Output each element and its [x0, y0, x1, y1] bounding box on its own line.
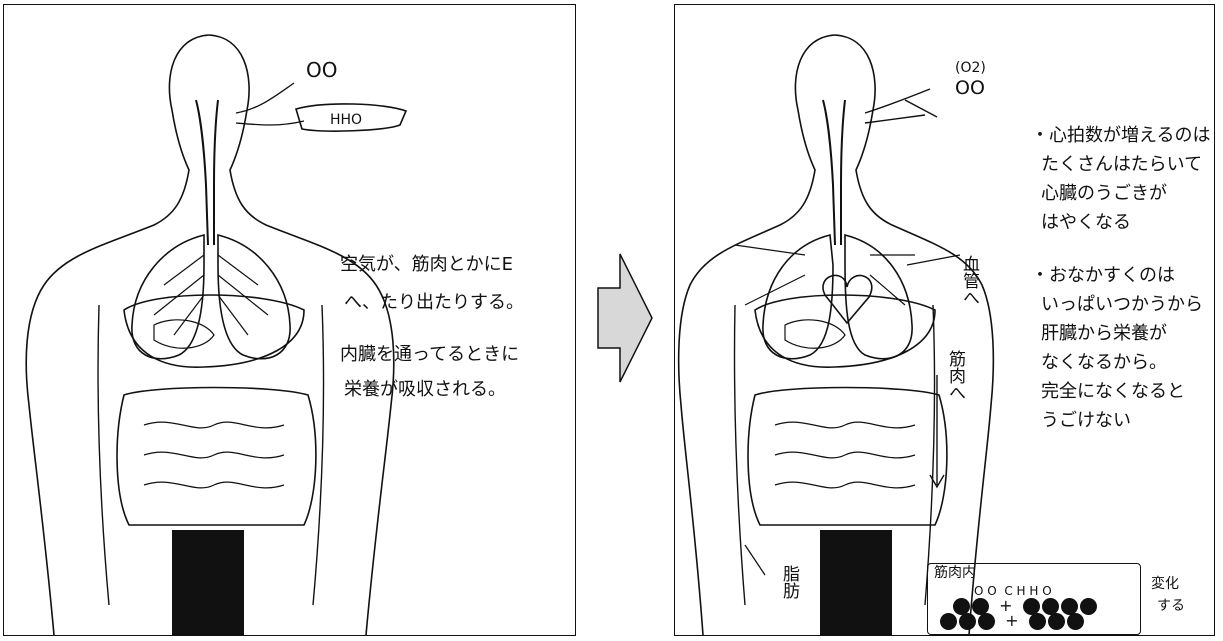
note-stomach-1: ・おなかすくのは	[1031, 263, 1175, 289]
label-muscle: 筋肉へ	[943, 350, 968, 401]
note-line-1: 空気が、筋肉とかにE	[340, 252, 513, 278]
note-stomach-3: 肝臓から栄養が	[1041, 321, 1167, 347]
note-heart-3: 心臓のうごきが	[1041, 181, 1167, 207]
reaction-note-2: する	[1157, 593, 1185, 619]
oxygen-symbol: OO	[306, 57, 337, 83]
note-line-4: 栄養が吸収される。	[344, 377, 506, 403]
co2-label: CO2	[825, 609, 859, 635]
note-stomach-5: 完全になくなると	[1041, 379, 1185, 405]
body-outline-illustration	[4, 5, 576, 636]
label-blood-vessel: 血管へ	[957, 255, 982, 306]
note-line-3: 内臓を通ってるときに	[340, 342, 519, 368]
note-heart-1: ・心拍数が増えるのは	[1031, 123, 1210, 149]
label-fat: 脂肪	[777, 565, 802, 599]
o2-symbol: OO	[955, 75, 985, 101]
note-stomach-6: うごけない	[1041, 408, 1131, 434]
reaction-box-title: 筋肉内	[934, 560, 976, 586]
note-stomach-4: なくなるから。	[1041, 350, 1167, 376]
note-heart-2: たくさんはたらいて	[1041, 152, 1202, 178]
note-line-2: へ、たり出たりする。	[344, 290, 524, 316]
panel-before: OO HHO 空気が、筋肉とかにE へ、たり出たりする。 内臓を通ってるときに …	[3, 4, 576, 636]
panel-after: (O2) OO 血管へ 筋肉へ 脂肪 ・心拍数が増えるのは たくさんはたらいて …	[674, 4, 1215, 636]
hho-bubble-label: HHO	[330, 107, 362, 133]
molecule-row-2: +	[939, 611, 1085, 630]
transition-arrow	[596, 252, 654, 384]
note-heart-4: はやくなる	[1041, 210, 1131, 236]
note-stomach-2: いっぱいつかうから	[1041, 292, 1203, 318]
